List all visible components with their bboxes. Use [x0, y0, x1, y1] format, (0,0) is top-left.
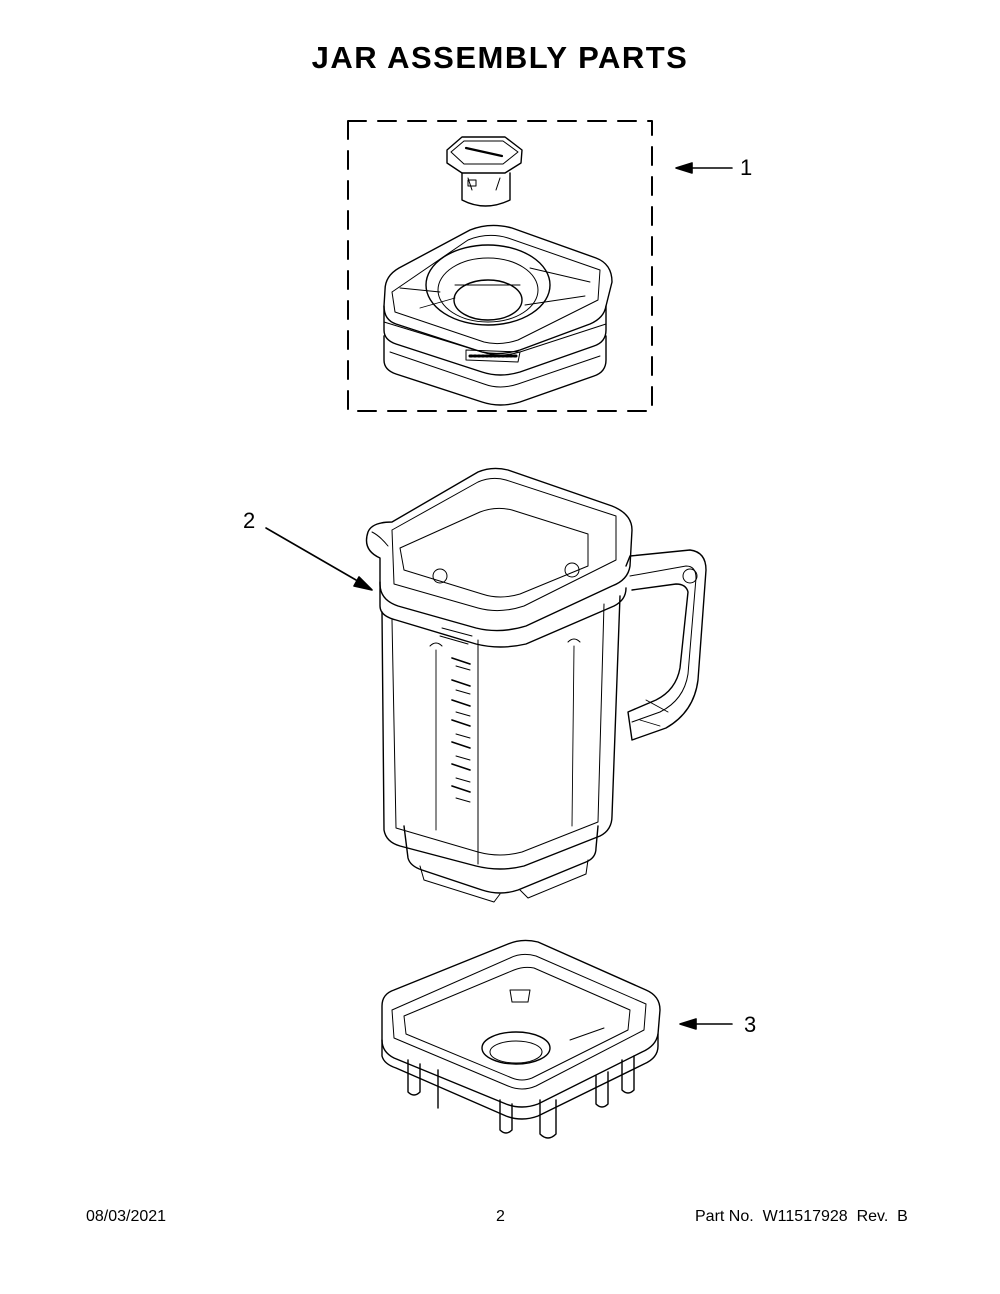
lid-cap-illustration: [446, 136, 523, 207]
lid-assembly-group: [347, 120, 653, 412]
lid-group-dashed-box: [347, 120, 653, 412]
callout-number-3: 3: [744, 1012, 757, 1037]
callout-3-arrow: [679, 1018, 733, 1030]
footer-date: 08/03/2021: [86, 1208, 167, 1225]
lid-illustration: [383, 224, 613, 406]
callout-2-arrow: [265, 527, 373, 591]
page-title: JAR ASSEMBLY PARTS: [311, 40, 689, 75]
footer-part-number: Part No. W11517928 Rev. B: [695, 1208, 908, 1225]
callout-arrows: [265, 162, 733, 1030]
footer-page-number: 2: [496, 1208, 505, 1225]
jar-base-illustration: [381, 939, 661, 1139]
jar-illustration: [365, 467, 707, 903]
callout-1-arrow: [675, 162, 733, 174]
callout-number-2: 2: [243, 508, 256, 533]
callout-number-1: 1: [740, 155, 753, 180]
